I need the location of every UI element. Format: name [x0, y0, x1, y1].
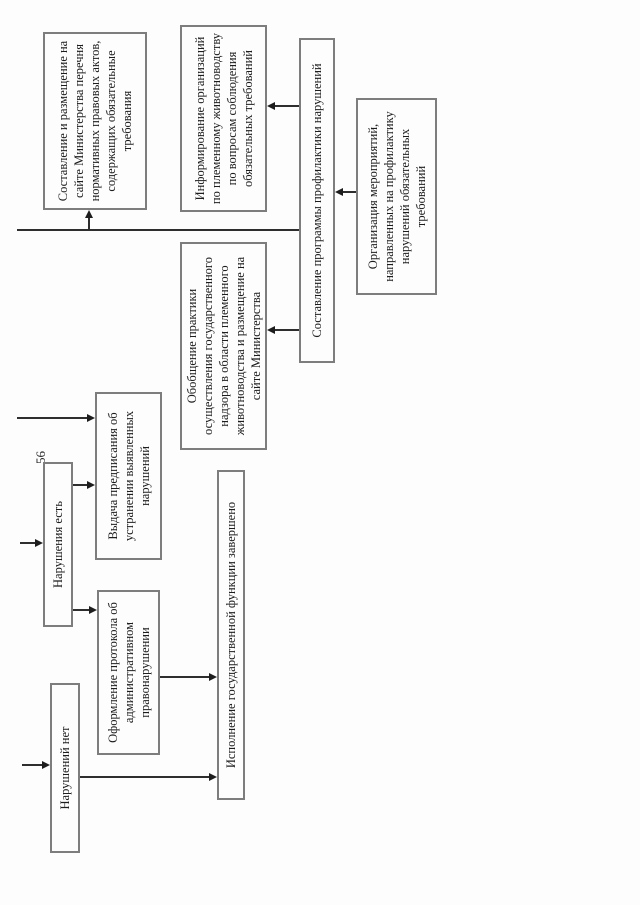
- arrow-top-to-no-violations: [22, 764, 42, 766]
- node-issue-order: Выдача предписания об устранении выявлен…: [95, 392, 162, 560]
- arrow-spine-to-publish-acts: [88, 218, 90, 230]
- arrow-program-to-inform-orgs: [275, 105, 299, 107]
- arrow-protocol-to-complete: [160, 676, 209, 678]
- node-organize-events: Организация мероприятий, направленных на…: [356, 98, 437, 295]
- node-violations-found: Нарушения есть: [43, 462, 73, 627]
- node-function-complete: Исполнение государственной функции завер…: [217, 470, 245, 800]
- node-admin-protocol: Оформление протокола об административном…: [97, 590, 160, 755]
- arrow-no-violations-to-complete: [80, 776, 209, 778]
- arrow-program-to-practice-review: [275, 329, 299, 331]
- node-prevention-program: Составление программы профилактики наруш…: [299, 38, 335, 363]
- node-no-violations: Нарушений нет: [50, 683, 80, 853]
- node-inform-orgs: Информирование организаций по племенному…: [180, 25, 267, 212]
- node-publish-acts-list: Составление и размещение на сайте Минист…: [43, 32, 147, 210]
- arrow-organize-events-to-program: [343, 191, 356, 193]
- arrow-violations-to-protocol: [73, 609, 89, 611]
- arrow-top-to-violations-found: [20, 542, 35, 544]
- arrow-top-to-issue-order: [17, 417, 87, 419]
- line-spine-to-prevention-program: [17, 229, 299, 231]
- node-practice-review: Обобщение практики осуществления государ…: [180, 242, 267, 450]
- arrow-violations-to-issue-order: [73, 484, 87, 486]
